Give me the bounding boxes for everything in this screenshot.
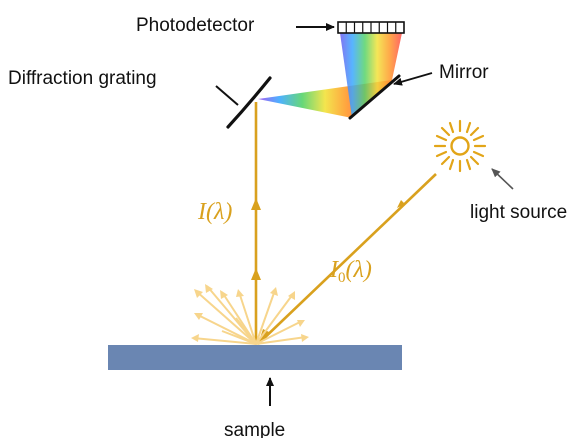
photodetector-label: Photodetector [136, 15, 255, 36]
incident-intensity-label: I0(λ) [329, 257, 372, 286]
light-source-pointer-arrow [491, 168, 514, 190]
mirror-pointer-arrow [393, 72, 433, 86]
grating-pointer-line [215, 85, 239, 106]
detector-array-icon [337, 21, 405, 34]
incident-beam-arrowhead-top [397, 200, 405, 208]
diffraction-grating [226, 76, 272, 129]
reflected-beam-arrowhead-upper [251, 198, 261, 210]
reflected-intensity-label: I(λ) [197, 199, 232, 225]
incident-beam [257, 173, 437, 345]
sun-icon [433, 119, 487, 173]
spectrum-upward-beam [340, 33, 402, 118]
mirror-label: Mirror [439, 62, 489, 83]
light-source-label: light source [470, 202, 567, 223]
scattered-light-rays [191, 284, 309, 345]
diffraction-grating-label: Diffraction grating [8, 68, 157, 89]
sample-label: sample [224, 420, 285, 438]
mirror [348, 74, 401, 120]
reflected-beam-arrowhead-lower [251, 268, 261, 280]
sample-slab [108, 345, 402, 370]
incident-beam-arrowhead-bottom [258, 329, 271, 344]
